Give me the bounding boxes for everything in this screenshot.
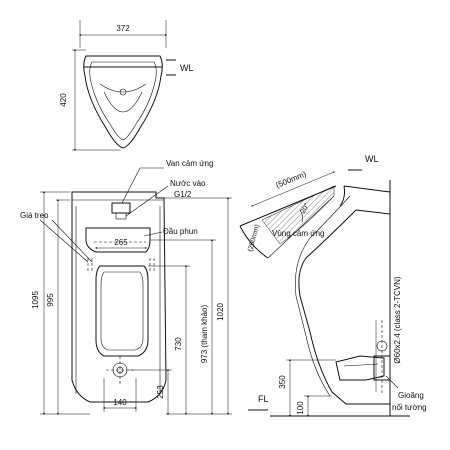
dim-spray-width: 265 (114, 238, 128, 247)
dim-sensor-range: (500mm) (275, 169, 308, 189)
sensor-range-dimension (251, 171, 335, 207)
dim-outlet-pipe: Ø60x2.4 (class 2-TCVN) (393, 276, 402, 363)
top-view: 372 420 WL (59, 20, 194, 151)
callout-water-inlet-2: G1/2 (174, 190, 192, 199)
dim-height-730: 730 (174, 337, 183, 351)
side-water-level-label: WL (365, 154, 379, 164)
callout-gasket-1: Gioăng (398, 391, 424, 400)
dim-height-350: 350 (278, 375, 287, 389)
callout-line (125, 185, 169, 217)
side-top-cap (339, 185, 345, 207)
dim-height-253: 253 (156, 385, 165, 399)
sensing-zone-arc (239, 225, 269, 259)
callout-hanger: Giá treo (20, 211, 49, 220)
callout-spray-head: Đầu phun (163, 227, 198, 236)
front-body-outline (71, 191, 167, 403)
top-width-label: 372 (116, 24, 130, 33)
sensor-valve-box (111, 202, 131, 214)
side-view: WL FL Vùng cảm ứng (500mm) 20° (200mm) Ø… (239, 154, 427, 417)
side-body-outline (298, 185, 391, 405)
callout-line (39, 219, 89, 263)
floor-level-label: FL (258, 394, 269, 404)
trap-inner (343, 363, 379, 367)
dim-height-1020: 1020 (216, 303, 225, 321)
callout-line (121, 167, 141, 204)
callout-sensor-valve: Van cảm ứng (166, 159, 213, 168)
callout-line (385, 375, 399, 389)
front-view: Van cảm ứng Nước vào G1/2 Giá treo Đầu p… (20, 159, 232, 415)
dim-sensor-depth: (200mm) (247, 224, 261, 253)
sensing-zone-label: Vùng cảm ứng (272, 229, 325, 238)
dim-outlet-width: 140 (113, 398, 127, 407)
spray-head-cavity (85, 227, 151, 253)
water-inlet-fitting (115, 212, 127, 220)
top-bowl-inner-outline (89, 61, 157, 141)
top-bowl-outline (83, 55, 163, 149)
callout-gasket-2: nối tường (392, 403, 427, 412)
dim-height-973: 973 (tham khảo) (200, 305, 209, 364)
callout-line (143, 231, 163, 237)
dim-height-995: 995 (46, 293, 55, 307)
top-depth-label: 420 (59, 93, 68, 107)
dim-total-height: 1095 (31, 291, 40, 309)
bowl-inner-opening (100, 271, 144, 351)
outlet-circle (112, 362, 128, 378)
bowl-opening (95, 265, 149, 357)
top-bowl-rim (99, 83, 147, 93)
dim-height-100: 100 (296, 401, 305, 415)
top-bowl-basin (103, 91, 143, 113)
top-drain-circle (119, 88, 127, 96)
trap-body (335, 355, 385, 381)
angle-arc (299, 209, 303, 223)
side-inner-outline (295, 195, 351, 397)
callout-water-inlet-1: Nước vào (170, 179, 206, 188)
top-water-level-label: WL (180, 63, 194, 73)
